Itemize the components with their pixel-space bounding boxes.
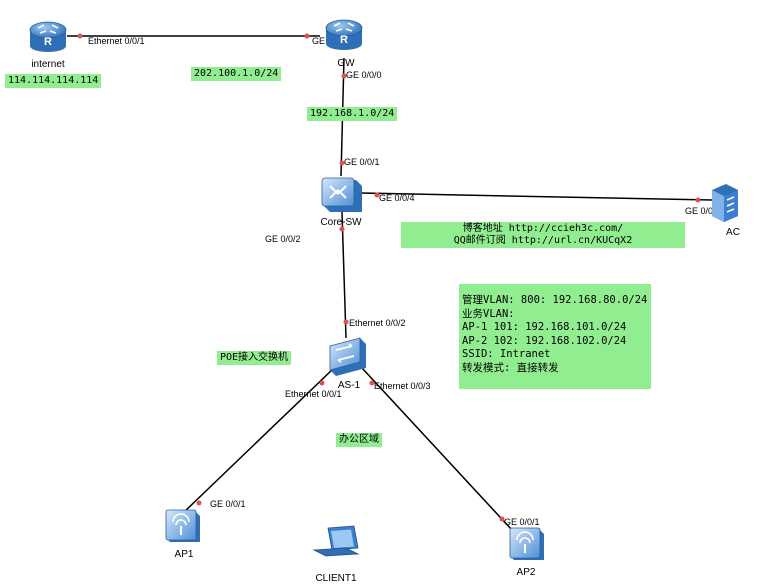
device-label-as1: AS-1 [338, 380, 361, 391]
port-dot [695, 197, 701, 203]
port-label-ac-ge004: GE 0/0/4 [685, 206, 721, 216]
router-icon: R [29, 21, 67, 52]
laptop-icon [312, 525, 360, 557]
router-icon: R [325, 19, 363, 50]
port-dot [77, 33, 83, 39]
note-vlan-line: SSID: Intranet [462, 348, 551, 360]
access-point-icon [509, 527, 544, 560]
note-blog-line: 博客地址 http://ccieh3c.com/ [462, 223, 624, 234]
note-vlan-line: AP-1 101: 192.168.101.0/24 [462, 321, 627, 333]
port-label-core-ge004: GE 0/0/4 [379, 193, 415, 203]
link-as1-ap1[interactable] [181, 367, 335, 515]
port-label-internet-eth: Ethernet 0/0/1 [88, 36, 145, 46]
device-as1[interactable]: AS-1 [329, 337, 366, 391]
note-blog-line: QQ邮件订阅 http://url.cn/KUCqX2 [453, 235, 633, 246]
port-dots [77, 33, 701, 522]
device-label-gw: GW [337, 58, 355, 69]
note-vlan-line: AP-2 102: 192.168.102.0/24 [462, 334, 627, 347]
port-dot [343, 319, 349, 325]
port-dot [304, 33, 310, 39]
link-core-ac[interactable] [359, 192, 713, 201]
port-label-core-ge001: GE 0/0/1 [344, 157, 380, 167]
port-dot [369, 380, 375, 386]
device-label-internet: internet [31, 59, 65, 70]
link-as1-ap2[interactable] [361, 367, 513, 531]
note-wan-network: 202.100.1.0/24 [191, 67, 282, 81]
port-labels: Ethernet 0/0/1 GE 0/0/1 GE 0/0/0 GE 0/0/… [88, 36, 721, 527]
port-label-ap2-ge001: GE 0/0/1 [504, 517, 540, 527]
device-core-sw[interactable]: Core-SW [320, 177, 362, 228]
access-point-icon [165, 509, 200, 542]
note-office-area: 办公区域 [336, 433, 382, 447]
port-label-as1-eth002: Ethernet 0/0/2 [349, 318, 406, 328]
port-dot [339, 160, 345, 166]
device-ap1[interactable]: AP1 [165, 509, 200, 560]
svg-text:R: R [340, 34, 348, 46]
port-dot [374, 192, 380, 198]
link-core-as1[interactable] [341, 211, 347, 339]
port-label-gw-ge000: GE 0/0/0 [346, 70, 382, 80]
device-client1[interactable]: CLIENT1 [312, 525, 360, 584]
port-dot [341, 73, 347, 79]
device-ac[interactable]: AC [712, 184, 740, 238]
l3-switch-icon [321, 177, 362, 212]
note-vlan-line: 业务VLAN: [462, 307, 515, 320]
note-vlan-line: 管理VLAN: 800: 192.168.80.0/24 [462, 294, 648, 306]
note-poe-switch: POE接入交换机 [217, 351, 292, 365]
svg-text:R: R [44, 36, 52, 48]
device-label-core-sw: Core-SW [320, 217, 362, 228]
switch-icon [329, 337, 366, 376]
port-dot [319, 380, 325, 386]
port-dot [196, 500, 202, 506]
port-label-as1-eth001: Ethernet 0/0/1 [285, 389, 342, 399]
port-label-as1-eth003: Ethernet 0/0/3 [374, 381, 431, 391]
port-label-ap1-ge001: GE 0/0/1 [210, 499, 246, 509]
device-ap2[interactable]: AP2 [509, 527, 544, 578]
access-controller-icon [712, 184, 738, 222]
device-label-ap2: AP2 [517, 567, 536, 578]
note-lan-network: 192.168.1.0/24 [307, 107, 398, 121]
note-blog: 博客地址 http://ccieh3c.com/ QQ邮件订阅 http://u… [401, 222, 685, 248]
port-dot [339, 226, 345, 232]
device-label-ap1: AP1 [175, 549, 194, 560]
note-vlan-info: 管理VLAN: 800: 192.168.80.0/24 业务VLAN: AP-… [459, 284, 651, 389]
note-internet-ip: 114.114.114.114 [5, 74, 102, 88]
port-label-core-ge002: GE 0/0/2 [265, 234, 301, 244]
device-internet[interactable]: R internet [29, 21, 67, 70]
note-vlan-line: 转发模式: 直接转发 [462, 361, 559, 374]
port-dot [499, 516, 505, 522]
device-gw[interactable]: R GW [325, 19, 363, 69]
device-label-client1: CLIENT1 [315, 573, 357, 584]
device-label-ac: AC [726, 227, 740, 238]
